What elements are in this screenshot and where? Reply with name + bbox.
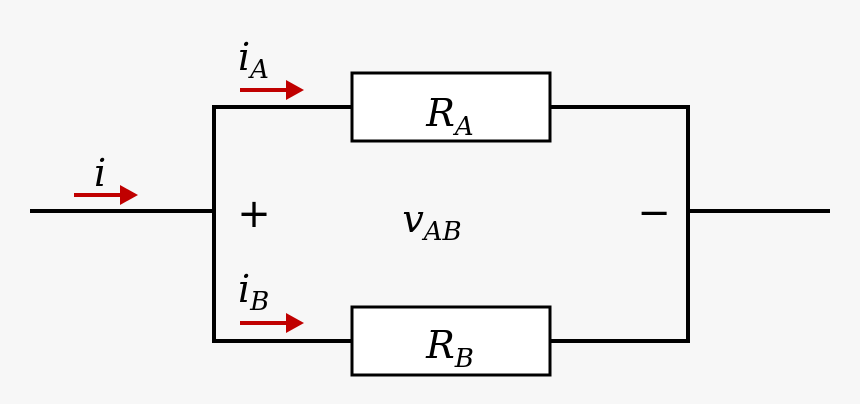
resistor-a: [350, 71, 552, 143]
voltage-label: vAB: [402, 197, 461, 247]
current-total-label: i: [94, 151, 106, 195]
voltage-subscript: AB: [422, 217, 462, 247]
voltage-minus-sign: −: [637, 190, 671, 236]
resistor-a-label: RA: [425, 91, 473, 142]
resistor-b-label: RB: [425, 323, 474, 374]
resistor-a-symbol: R: [425, 91, 455, 135]
resistor-b: [350, 305, 552, 377]
current-b-arrow-icon: [240, 313, 304, 333]
current-a-arrow-icon: [240, 80, 304, 100]
current-a-subscript: A: [248, 55, 269, 85]
resistor-a-subscript: A: [453, 112, 474, 142]
current-b-symbol: i: [238, 267, 250, 311]
current-a-symbol: i: [238, 35, 250, 79]
voltage-symbol: v: [402, 197, 424, 241]
voltage-plus-sign: +: [237, 191, 271, 237]
current-total-arrow-icon: [74, 185, 138, 205]
resistor-b-subscript: B: [454, 344, 474, 374]
resistor-b-symbol: R: [425, 323, 455, 367]
circuit-wires: [30, 105, 830, 343]
current-b-label: iB: [238, 267, 269, 317]
current-b-subscript: B: [249, 287, 269, 317]
current-a-label: iA: [238, 35, 269, 85]
